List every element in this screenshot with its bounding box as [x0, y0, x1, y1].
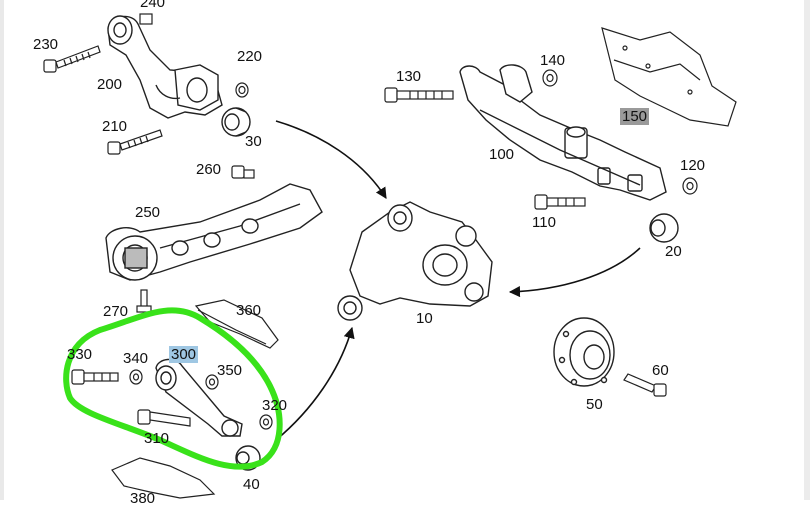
nut-220-drawing [235, 82, 249, 98]
nut-320-drawing [259, 414, 273, 430]
nut-240-drawing [139, 13, 153, 25]
bolt-310-drawing [137, 409, 191, 427]
label-240: 240 [140, 0, 166, 11]
bolt-330-drawing [71, 369, 119, 385]
label-330: 330 [67, 346, 93, 363]
label-320: 320 [262, 397, 288, 414]
lower-arm-250-drawing [105, 183, 323, 281]
label-220: 220 [237, 48, 263, 65]
right-frame-edge [804, 0, 810, 500]
arrow-to-knuckle-from-toe-link [275, 326, 355, 441]
label-270: 270 [103, 303, 129, 320]
label-200: 200 [97, 76, 123, 93]
hub-50-drawing [553, 317, 615, 387]
nut-120-drawing [682, 177, 698, 195]
trailing-arm-100-drawing [459, 64, 667, 201]
nut-140-drawing [542, 69, 558, 87]
bolt-260-drawing [231, 165, 255, 179]
label-110: 110 [532, 214, 556, 231]
label-150: 150 [620, 108, 650, 125]
label-40: 40 [243, 476, 260, 493]
bushing-20-drawing [649, 213, 679, 243]
label-310: 310 [144, 430, 170, 447]
label-380: 380 [130, 490, 156, 507]
nut-350-drawing [205, 374, 219, 390]
upper-arm-200-drawing [107, 15, 223, 119]
shield-150-drawing [601, 27, 737, 127]
bolt-230-drawing [43, 45, 101, 73]
label-360: 360 [236, 302, 262, 319]
label-150-highlight: 150 [620, 108, 650, 125]
bolt-210-drawing [107, 129, 163, 155]
bolt-270-drawing [136, 289, 152, 313]
label-250: 250 [135, 204, 161, 221]
label-60: 60 [652, 362, 669, 379]
knuckle-10-drawing [337, 201, 493, 321]
label-50: 50 [586, 396, 603, 413]
arrow-to-knuckle-from-bushing-20 [508, 247, 641, 298]
label-20: 20 [665, 243, 682, 260]
label-120: 120 [680, 157, 706, 174]
label-340: 340 [123, 350, 149, 367]
washer-340-drawing [129, 369, 143, 385]
bushing-30-drawing [221, 107, 251, 137]
bolt-110-drawing [534, 194, 586, 210]
label-300: 300 [169, 346, 199, 363]
label-130: 130 [396, 68, 422, 85]
label-10: 10 [416, 310, 433, 327]
bracket-380-drawing [111, 457, 216, 499]
green-markup-circle [63, 307, 283, 470]
bolt-60-drawing [623, 373, 667, 397]
label-30: 30 [245, 133, 262, 150]
label-140: 140 [540, 52, 566, 69]
left-frame-edge [0, 0, 4, 500]
bolt-130-drawing [384, 87, 454, 103]
label-210: 210 [102, 118, 128, 135]
label-260: 260 [196, 161, 222, 178]
label-100: 100 [489, 146, 515, 163]
toe-link-300-drawing [155, 358, 243, 437]
label-300-highlight: 300 [169, 346, 199, 363]
arrow-to-knuckle-from-upper-arm [275, 120, 387, 199]
label-230: 230 [33, 36, 59, 53]
label-350: 350 [217, 362, 243, 379]
